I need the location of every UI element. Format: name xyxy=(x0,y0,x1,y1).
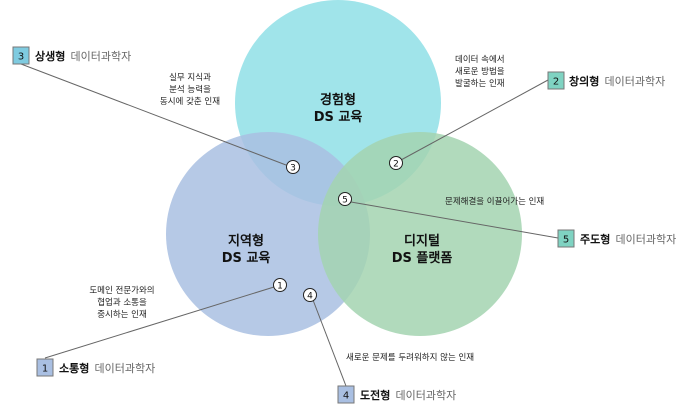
svg-text:창의형 데이터과학자: 창의형 데이터과학자 xyxy=(569,70,665,89)
svg-text:1: 1 xyxy=(42,364,48,375)
description-5: 문제해결을 이끌어가는 인재 xyxy=(445,196,544,207)
marker-3: 3 xyxy=(286,160,300,174)
number-box xyxy=(337,385,355,404)
svg-text:협업과 소통을: 협업과 소통을 xyxy=(97,297,147,308)
marker-1: 1 xyxy=(273,278,287,292)
venn-circles xyxy=(166,0,522,336)
svg-text:도전형 데이터과학자: 도전형 데이터과학자 xyxy=(360,384,456,403)
number-box xyxy=(36,358,54,377)
description-4: 새로운 문제를 두려워하지 않는 인재 xyxy=(346,352,474,363)
leader-line-4 xyxy=(312,299,347,387)
marker-2: 2 xyxy=(389,156,403,170)
circle-digital xyxy=(318,132,522,336)
description-1: 도메인 전문가와의 협업과 소통을 중시하는 인재 xyxy=(89,285,154,320)
svg-text:상생형 데이터과학자: 상생형 데이터과학자 xyxy=(35,45,131,64)
svg-text:발굴하는 인재: 발굴하는 인재 xyxy=(455,78,505,89)
svg-text:새로운 방법을: 새로운 방법을 xyxy=(455,66,505,77)
label-3: 3 상생형 데이터과학자 xyxy=(12,45,131,65)
svg-text:실무 지식과: 실무 지식과 xyxy=(169,72,211,83)
circle-title-digital: 디지털 xyxy=(404,233,440,249)
marker-5: 5 xyxy=(338,192,352,206)
description-3: 실무 지식과 분석 능력을 동시에 갖춘 인재 xyxy=(160,72,220,107)
circle-regional xyxy=(166,132,370,336)
leader-line-2 xyxy=(400,79,549,161)
leader-line-3 xyxy=(20,63,287,166)
label-4: 4 도전형 데이터과학자 xyxy=(337,384,456,404)
svg-text:동시에 갖춘 인재: 동시에 갖춘 인재 xyxy=(160,96,220,107)
circle-subtitle-regional: DS 교육 xyxy=(222,250,271,266)
svg-text:주도형 데이터과학자: 주도형 데이터과학자 xyxy=(580,228,676,247)
number-box xyxy=(12,46,30,65)
svg-text:분석 능력을: 분석 능력을 xyxy=(169,84,211,95)
circle-title-regional: 지역형 xyxy=(228,233,264,249)
svg-text:도메인 전문가와의: 도메인 전문가와의 xyxy=(89,285,154,296)
label-1: 1 소통형 데이터과학자 xyxy=(36,357,155,377)
svg-text:2: 2 xyxy=(393,160,399,170)
description-2: 데이터 속에서 새로운 방법을 발굴하는 인재 xyxy=(455,54,505,89)
svg-text:3: 3 xyxy=(290,164,296,174)
svg-text:4: 4 xyxy=(343,391,349,402)
number-box xyxy=(547,71,565,90)
svg-text:1: 1 xyxy=(277,282,283,292)
svg-text:4: 4 xyxy=(307,292,313,302)
svg-text:5: 5 xyxy=(563,235,569,246)
circle-title-experience: 경험형 xyxy=(320,92,356,108)
leader-line-1 xyxy=(44,286,275,359)
svg-text:3: 3 xyxy=(18,52,24,63)
label-5: 5 주도형 데이터과학자 xyxy=(557,228,676,248)
leader-lines xyxy=(20,63,559,387)
svg-text:데이터 속에서: 데이터 속에서 xyxy=(455,54,505,65)
circle-subtitle-digital: DS 플랫폼 xyxy=(392,250,453,266)
svg-text:중시하는 인재: 중시하는 인재 xyxy=(97,309,147,320)
number-box xyxy=(557,229,575,248)
svg-text:소통형 데이터과학자: 소통형 데이터과학자 xyxy=(59,357,155,376)
marker-4: 4 xyxy=(303,288,317,302)
svg-text:5: 5 xyxy=(342,196,348,206)
leader-line-5 xyxy=(350,201,559,239)
svg-text:2: 2 xyxy=(553,77,559,88)
circle-subtitle-experience: DS 교육 xyxy=(314,109,363,125)
label-2: 2 창의형 데이터과학자 xyxy=(547,70,665,90)
